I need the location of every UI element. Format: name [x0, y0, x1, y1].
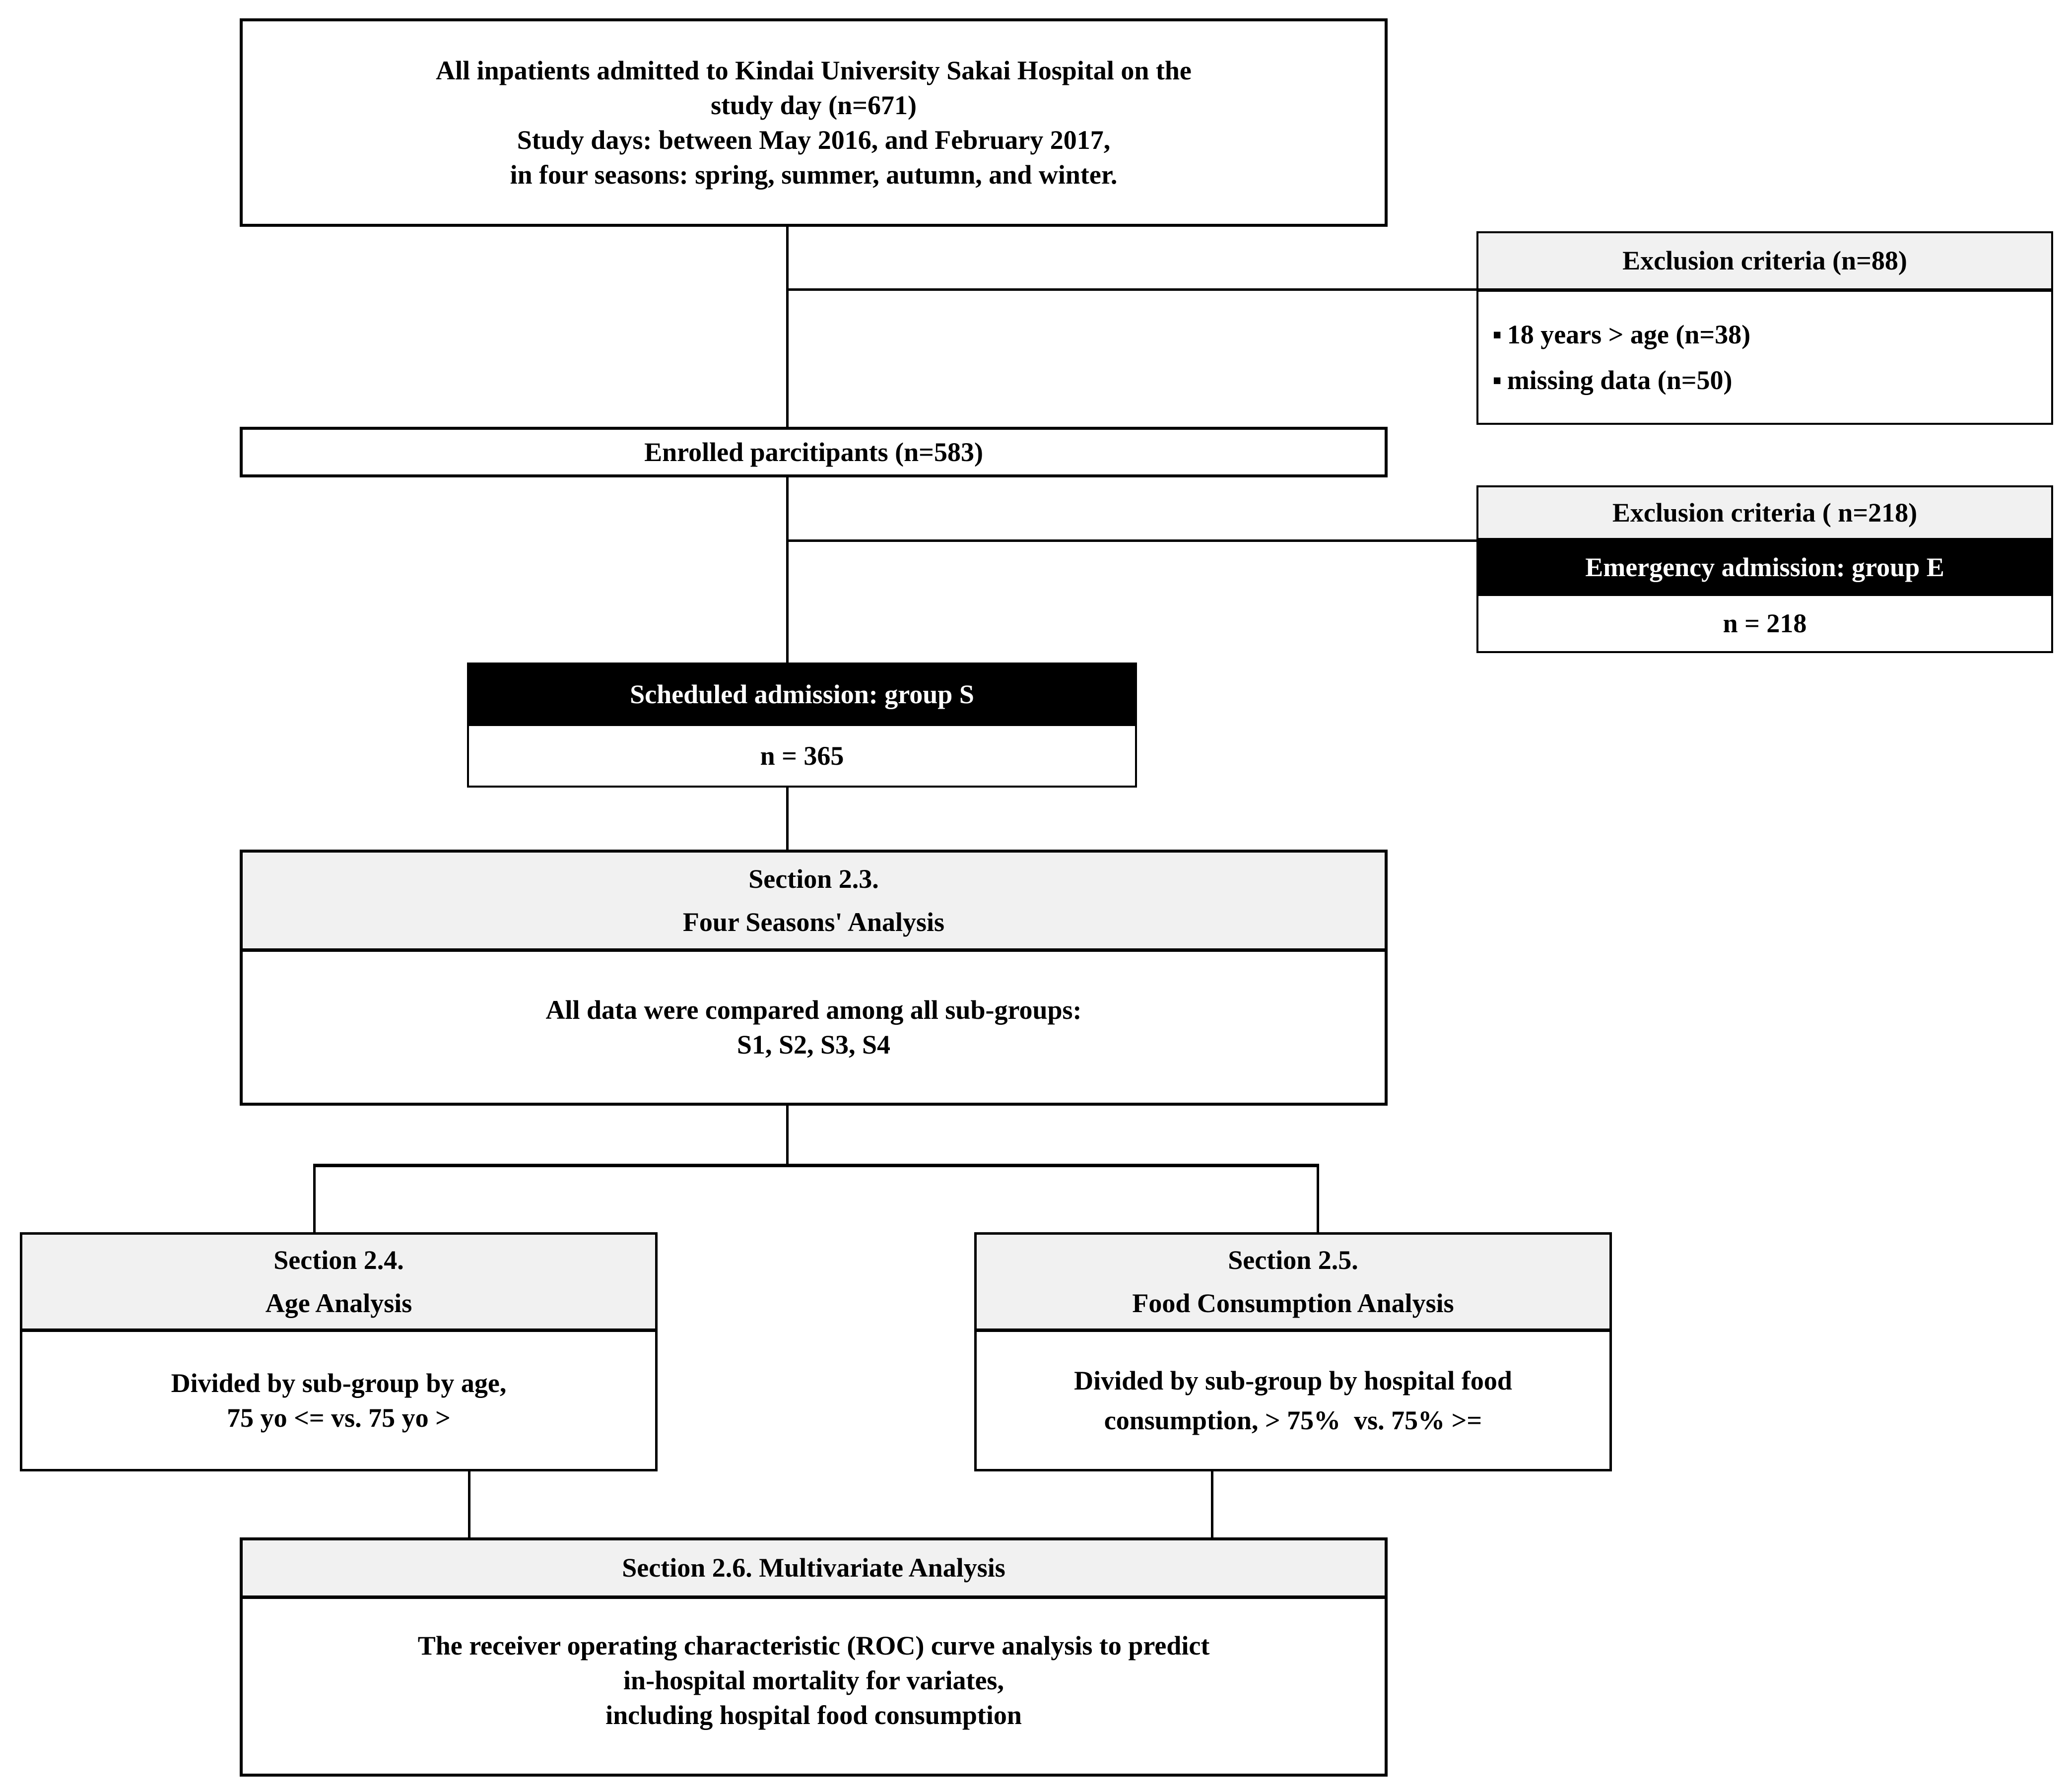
section-2-6-body-line-3: including hospital food consumption	[605, 1700, 1022, 1730]
box-exclusion-criteria-2: Exclusion criteria ( n=218) Emergency ad…	[1476, 485, 2053, 653]
bullet-icon: ▪	[1492, 319, 1502, 349]
connector-to-exclusion-2	[786, 539, 1478, 542]
all-inpatients-line-2: study day (n=671)	[711, 90, 917, 120]
connector-scheduled-to-section23	[786, 788, 789, 850]
all-inpatients-line-1: All inpatients admitted to Kindai Univer…	[436, 55, 1192, 85]
section-2-5-header-line-1: Section 2.5.	[1228, 1245, 1358, 1275]
section-2-5-header-band: Section 2.5. Food Consumption Analysis	[977, 1235, 1609, 1332]
box-scheduled-admission: Scheduled admission: group S n = 365	[467, 663, 1137, 788]
exclusion-2-header-band: Exclusion criteria ( n=218)	[1478, 487, 2051, 540]
section-2-5-body-line-2: consumption, > 75% vs. 75% >=	[1104, 1405, 1482, 1435]
exclusion-2-group-label: Emergency admission: group E	[1585, 552, 1944, 582]
section-2-3-body: All data were compared among all sub-gro…	[243, 952, 1385, 1103]
scheduled-count-body: n = 365	[469, 726, 1135, 786]
section-2-4-body-line-2: 75 yo <= vs. 75 yo >	[227, 1403, 451, 1433]
section-2-3-header-line-1: Section 2.3.	[748, 864, 879, 894]
exclusion-2-count-body: n = 218	[1478, 596, 2051, 651]
section-2-4-body: Divided by sub-group by age, 75 yo <= vs…	[22, 1332, 655, 1469]
section-2-3-body-line-1: All data were compared among all sub-gro…	[545, 995, 1082, 1025]
section-2-6-body-line-1: The receiver operating characteristic (R…	[417, 1630, 1210, 1660]
all-inpatients-line-3: Study days: between May 2016, and Februa…	[517, 125, 1111, 155]
section-2-3-header-band: Section 2.3. Four Seasons' Analysis	[243, 853, 1385, 952]
connector-split-to-section24	[313, 1164, 316, 1232]
exclusion-2-header: Exclusion criteria ( n=218)	[1612, 497, 1918, 528]
section-2-4-body-line-1: Divided by sub-group by age,	[171, 1368, 507, 1398]
section-2-6-body: The receiver operating characteristic (R…	[243, 1599, 1385, 1774]
exclusion-2-count: n = 218	[1723, 608, 1807, 639]
exclusion-1-header-band: Exclusion criteria (n=88)	[1478, 233, 2051, 292]
section-2-4-header-line-2: Age Analysis	[265, 1288, 412, 1318]
box-section-2-6: Section 2.6. Multivariate Analysis The r…	[240, 1537, 1388, 1777]
section-2-5-body-line-1: Divided by sub-group by hospital food	[1074, 1365, 1512, 1395]
section-2-6-header-band: Section 2.6. Multivariate Analysis	[243, 1540, 1385, 1599]
connector-section25-to-section26	[1211, 1471, 1213, 1538]
exclusion-1-item-2: missing data (n=50)	[1507, 365, 1733, 395]
exclusion-1-item-row-1: ▪18 years > age (n=38)	[1478, 317, 2051, 352]
section-2-3-header-line-2: Four Seasons' Analysis	[682, 907, 945, 937]
connector-top-to-enrolled	[786, 226, 789, 427]
box-enrolled-participants: Enrolled parcitipants (n=583)	[240, 427, 1388, 477]
section-2-6-body-line-2: in-hospital mortality for variates,	[623, 1665, 1004, 1695]
connector-split-to-section25	[1317, 1164, 1319, 1232]
section-2-6-header-line-1: Section 2.6. Multivariate Analysis	[622, 1553, 1005, 1583]
exclusion-1-header: Exclusion criteria (n=88)	[1622, 246, 1907, 276]
enrolled-label: Enrolled parcitipants (n=583)	[644, 437, 983, 467]
all-inpatients-line-4: in four seasons: spring, summer, autumn,…	[510, 160, 1118, 190]
box-section-2-3: Section 2.3. Four Seasons' Analysis All …	[240, 850, 1388, 1106]
scheduled-count: n = 365	[760, 740, 844, 771]
scheduled-group-band: Scheduled admission: group S	[469, 664, 1135, 726]
connector-section23-to-split	[786, 1106, 789, 1165]
exclusion-2-group-band: Emergency admission: group E	[1478, 540, 2051, 596]
section-2-3-body-line-2: S1, S2, S3, S4	[736, 1030, 891, 1060]
section-2-4-header-line-1: Section 2.4.	[273, 1245, 404, 1275]
bullet-icon: ▪	[1492, 365, 1502, 395]
connector-enrolled-to-scheduled	[786, 477, 789, 664]
exclusion-1-item-row-2: ▪missing data (n=50)	[1478, 363, 2051, 398]
box-all-inpatients: All inpatients admitted to Kindai Univer…	[240, 18, 1388, 227]
scheduled-group-label: Scheduled admission: group S	[630, 679, 974, 710]
exclusion-1-item-1: 18 years > age (n=38)	[1507, 319, 1751, 349]
connector-section24-to-section26	[468, 1471, 470, 1538]
exclusion-1-body: ▪18 years > age (n=38) ▪missing data (n=…	[1478, 292, 2051, 423]
connector-split-bar	[313, 1164, 1319, 1167]
box-exclusion-criteria-1: Exclusion criteria (n=88) ▪18 years > ag…	[1476, 231, 2053, 425]
box-section-2-4: Section 2.4. Age Analysis Divided by sub…	[20, 1232, 658, 1471]
section-2-5-header-line-2: Food Consumption Analysis	[1132, 1288, 1454, 1318]
connector-to-exclusion-1	[786, 288, 1478, 291]
box-section-2-5: Section 2.5. Food Consumption Analysis D…	[974, 1232, 1612, 1471]
section-2-5-body: Divided by sub-group by hospital food co…	[977, 1332, 1609, 1469]
section-2-4-header-band: Section 2.4. Age Analysis	[22, 1235, 655, 1332]
